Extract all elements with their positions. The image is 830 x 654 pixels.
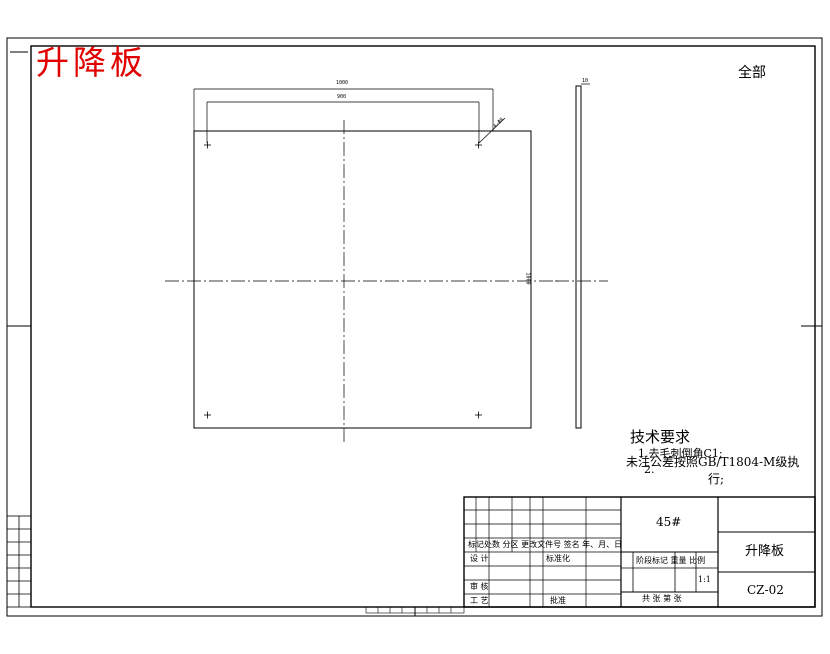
plate-side-view	[555, 83, 608, 429]
plate-front-view	[165, 88, 560, 445]
inner-border	[30, 45, 816, 608]
part-name-cell: 升降板	[745, 544, 785, 559]
review-label: 审 核	[470, 582, 489, 591]
tech-req-line1: 1.去毛刺倒角C1;	[638, 447, 723, 460]
material-cell: 45#	[656, 515, 682, 529]
dim-thickness: 10	[582, 78, 589, 84]
trim-marks	[7, 51, 822, 616]
process-label: 工 艺	[470, 596, 489, 605]
title-block-frame	[463, 496, 816, 608]
drawing-title: 升降板	[36, 43, 147, 82]
surface-finish-note: 全部	[738, 65, 766, 81]
sheet-count: 共 张 第 张	[642, 594, 682, 603]
dim-hole-spacing: 900	[337, 94, 347, 100]
tech-req-line2: 未注公差按照GB/T1804-M级执	[626, 455, 800, 469]
drawing-number-cell: CZ-02	[747, 583, 784, 597]
stage-headers: 阶段标记 重量 比例	[636, 556, 706, 565]
approve-label: 批准	[550, 596, 566, 605]
tech-req-line2-cont: 行;	[708, 472, 725, 486]
left-side-table	[6, 515, 32, 608]
tech-req-heading: 技术要求	[630, 428, 691, 446]
dim-overall-width: 1000	[336, 80, 349, 86]
revision-headers: 标记处数 分区 更改文件号 签名 年、月、日	[468, 540, 623, 549]
dim-height: 1000	[524, 272, 531, 285]
standardization-label: 标准化	[546, 554, 570, 563]
bottom-ruler	[365, 606, 465, 614]
outer-border	[6, 37, 823, 617]
scale-cell: 1:1	[698, 575, 711, 584]
design-label: 设 计	[470, 554, 489, 563]
tech-req-line3: 2.	[644, 463, 655, 476]
